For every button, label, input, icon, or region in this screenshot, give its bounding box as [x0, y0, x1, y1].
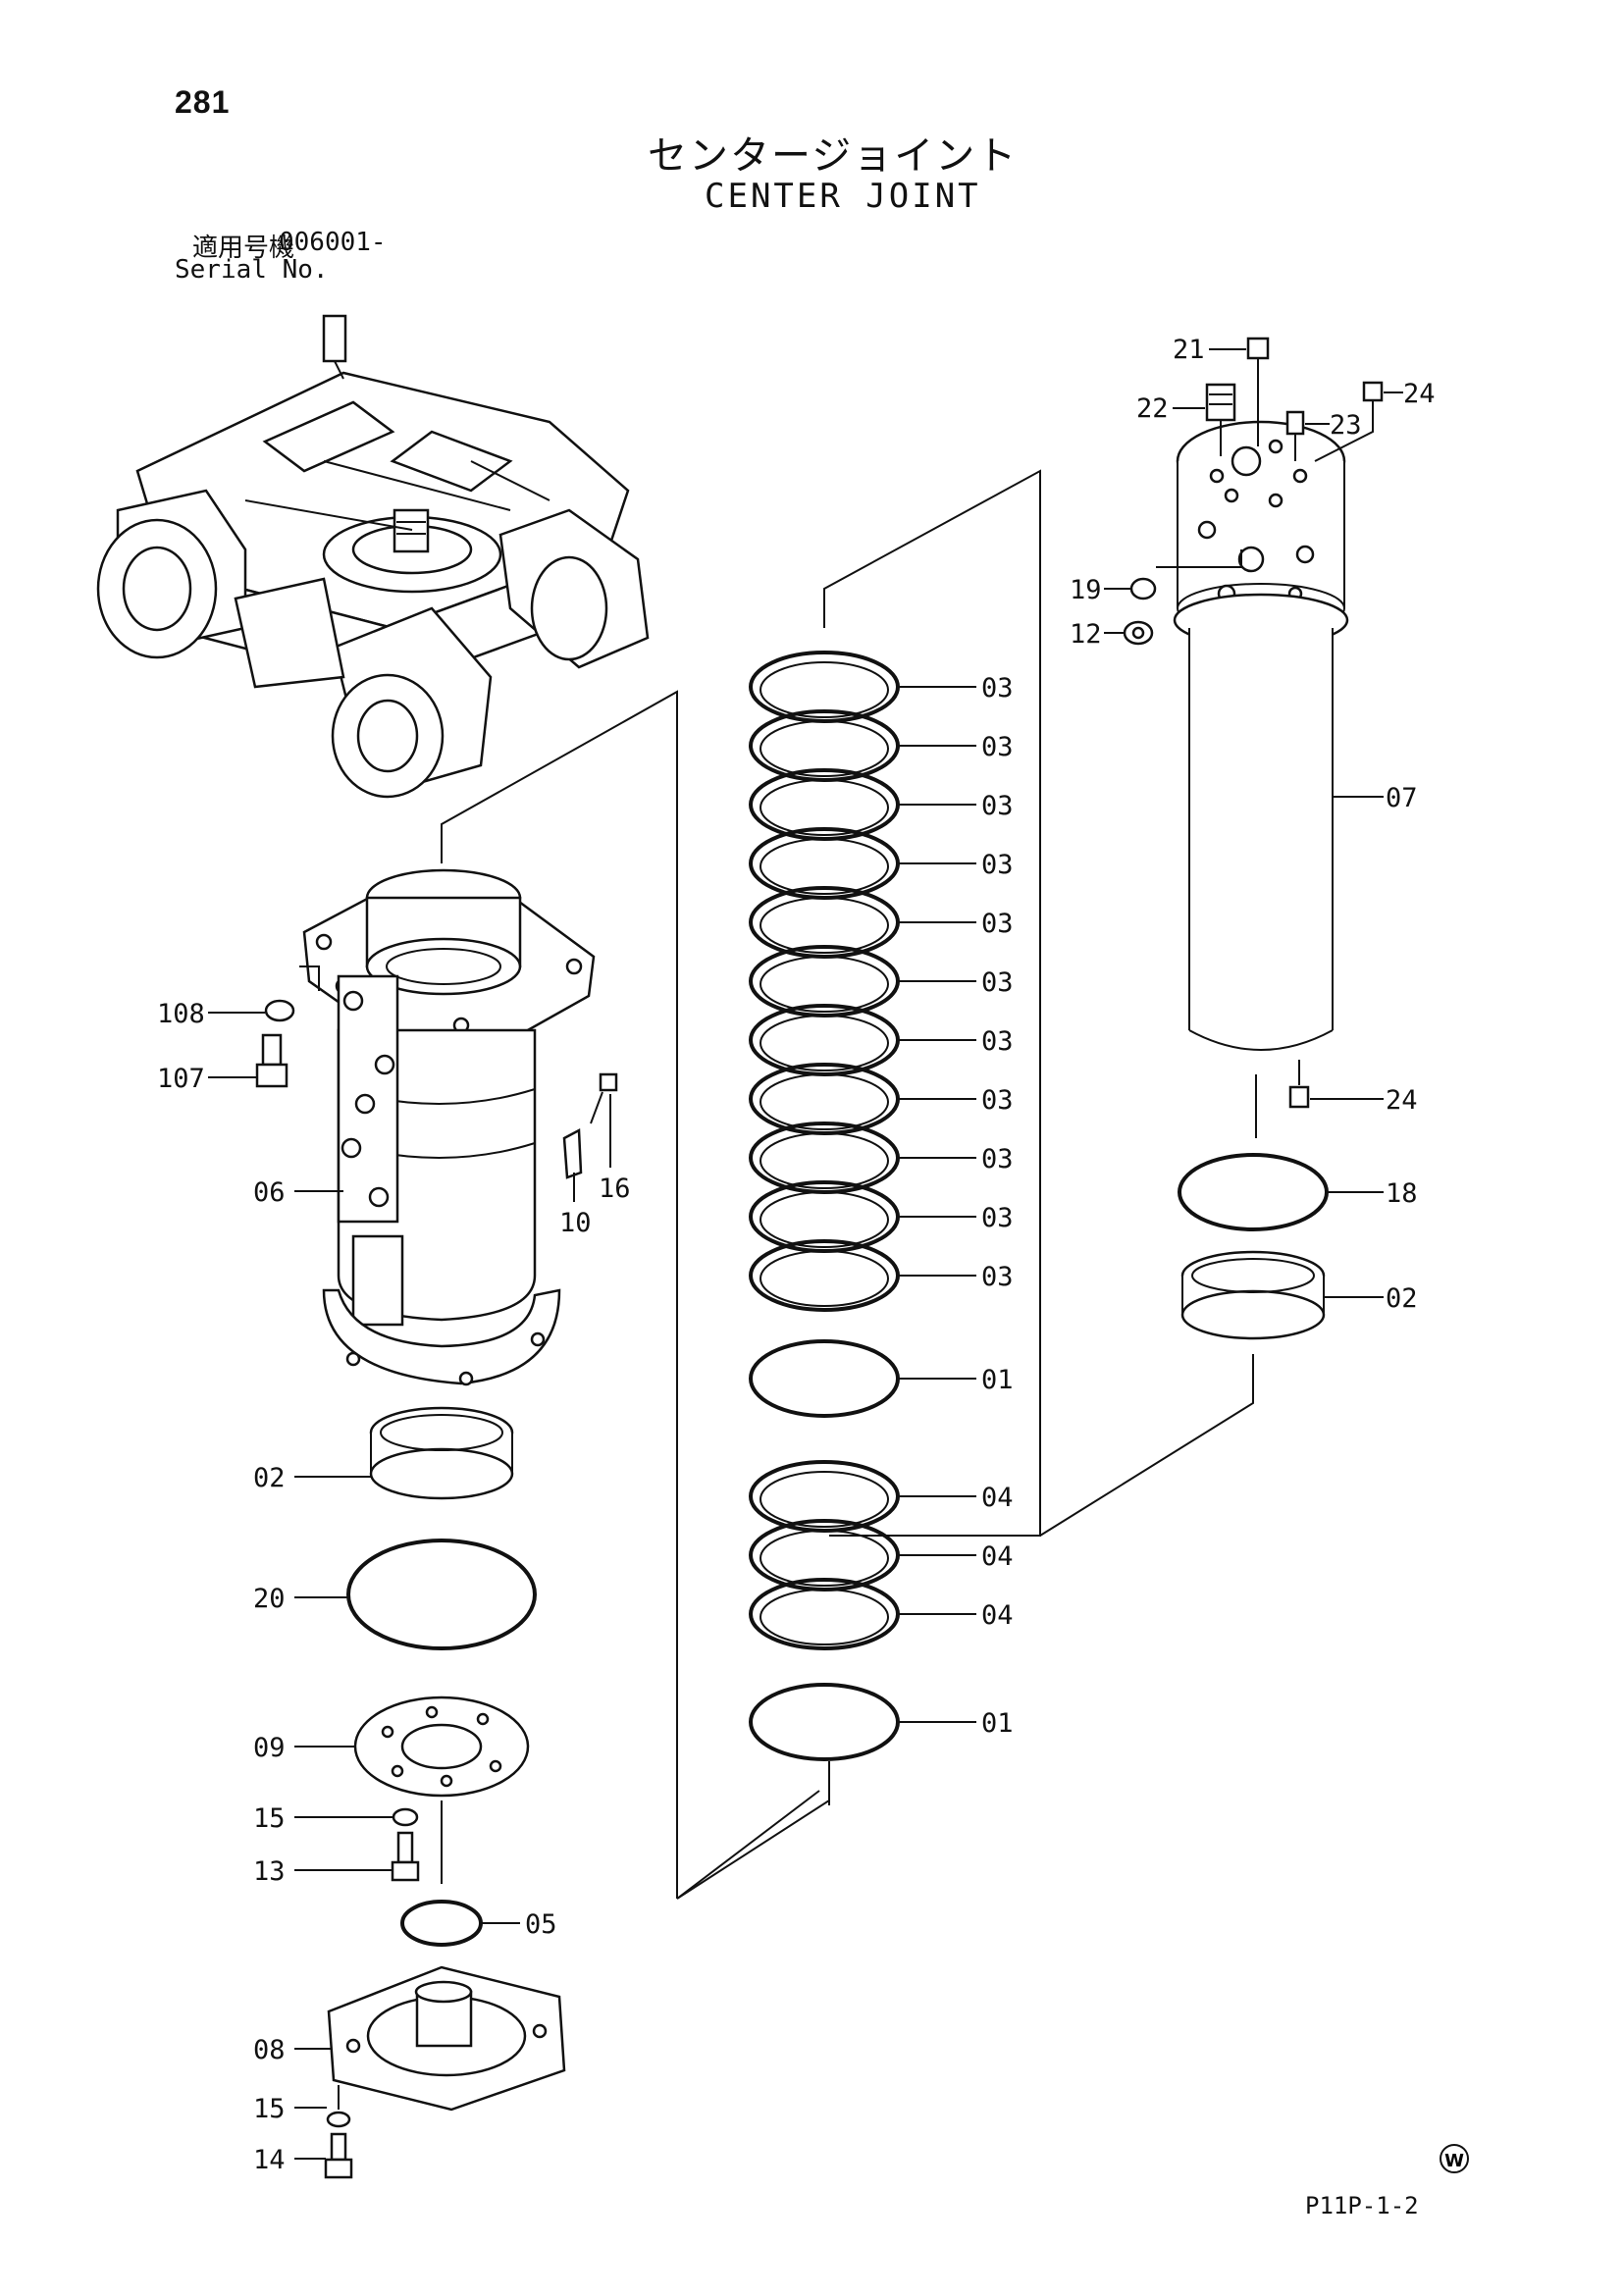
callout-03-5: 03 [981, 909, 1014, 939]
callout-19: 19 [1070, 575, 1102, 605]
callout-15-lower: 15 [253, 2094, 286, 2124]
callout-02-right: 02 [1386, 1283, 1418, 1314]
part-19-o-ring [1129, 577, 1157, 600]
callout-16: 16 [599, 1174, 631, 1204]
callout-03-8: 03 [981, 1085, 1014, 1116]
part-07-spindle [1173, 420, 1349, 1051]
callout-24-lower: 24 [1386, 1085, 1418, 1116]
callout-01-upper: 01 [981, 1365, 1014, 1395]
part-12-plug [1123, 620, 1154, 646]
callout-22: 22 [1136, 393, 1169, 424]
part-20-o-ring [346, 1539, 537, 1650]
title-english: CENTER JOINT [705, 177, 981, 216]
part-10-plate [562, 1127, 583, 1179]
callout-01-lower: 01 [981, 1708, 1014, 1739]
callout-21: 21 [1173, 335, 1205, 365]
callout-03-4: 03 [981, 850, 1014, 880]
callout-108: 108 [157, 999, 205, 1029]
part-15-washer-lower [326, 2111, 351, 2128]
callout-03-6: 03 [981, 967, 1014, 998]
callout-leaders [208, 348, 1403, 2160]
callout-03-9: 03 [981, 1144, 1014, 1174]
w-mark-symbol: W [1440, 2144, 1469, 2173]
part-108-washer [264, 999, 295, 1022]
callout-20: 20 [253, 1584, 286, 1614]
callout-08: 08 [253, 2035, 286, 2065]
callout-03-1: 03 [981, 673, 1014, 704]
callout-06: 06 [253, 1177, 286, 1208]
callout-14: 14 [253, 2145, 286, 2175]
callout-labels: 21 22 23 24 19 12 07 24 18 02 03 03 03 0… [157, 335, 1436, 2175]
part-22-plug [1205, 383, 1236, 456]
callout-04-1: 04 [981, 1483, 1014, 1513]
callout-12: 12 [1070, 619, 1102, 650]
reference-code: P11P-1-2 [1305, 2192, 1419, 2219]
part-16-bolt [590, 1072, 618, 1124]
callout-24-upper: 24 [1403, 379, 1436, 409]
callout-10: 10 [559, 1208, 592, 1238]
callout-04-3: 04 [981, 1600, 1014, 1631]
callout-09: 09 [253, 1733, 286, 1763]
part-21-plug [1246, 337, 1270, 446]
part-02-ring-left [369, 1406, 514, 1500]
title-japanese: センタージョイント [648, 134, 1019, 178]
callout-03-11: 03 [981, 1262, 1014, 1292]
callout-15-upper: 15 [253, 1803, 286, 1834]
callout-03-10: 03 [981, 1203, 1014, 1233]
callout-107: 107 [157, 1064, 205, 1094]
callout-03-2: 03 [981, 732, 1014, 762]
machine-undercarriage-illustration [96, 314, 650, 799]
part-02-ring-right [1180, 1250, 1326, 1340]
callout-02-left: 02 [253, 1463, 286, 1493]
part-13-bolt [391, 1831, 420, 1882]
seal-stack [749, 651, 900, 1761]
w-mark-letter: W [1444, 2151, 1464, 2171]
serial-number-value: 006001- [279, 228, 387, 257]
part-09-plate [353, 1696, 530, 1798]
part-18-o-ring [1178, 1153, 1329, 1231]
serial-label-japanese: 適用号機 [192, 233, 295, 262]
callout-23: 23 [1330, 410, 1362, 441]
part-05-o-ring [400, 1900, 483, 1947]
callout-18: 18 [1386, 1178, 1418, 1209]
joint-body-housing [302, 868, 596, 1386]
part-24-plug-upper [1314, 381, 1384, 462]
part-08-cover [327, 1965, 566, 2112]
callout-05: 05 [525, 1909, 557, 1940]
part-24-plug-lower [1288, 1060, 1310, 1109]
callout-03-3: 03 [981, 791, 1014, 821]
callout-04-2: 04 [981, 1541, 1014, 1572]
serial-label-english: Serial No. [175, 255, 329, 285]
callout-03-7: 03 [981, 1026, 1014, 1057]
part-15-washer-upper [392, 1807, 419, 1827]
page-number: 281 [175, 84, 231, 120]
part-23-plug [1285, 410, 1305, 461]
part-14-bolt [324, 2132, 353, 2179]
callout-13: 13 [253, 1856, 286, 1887]
callout-07: 07 [1386, 783, 1418, 813]
part-107-fitting [255, 1033, 288, 1088]
